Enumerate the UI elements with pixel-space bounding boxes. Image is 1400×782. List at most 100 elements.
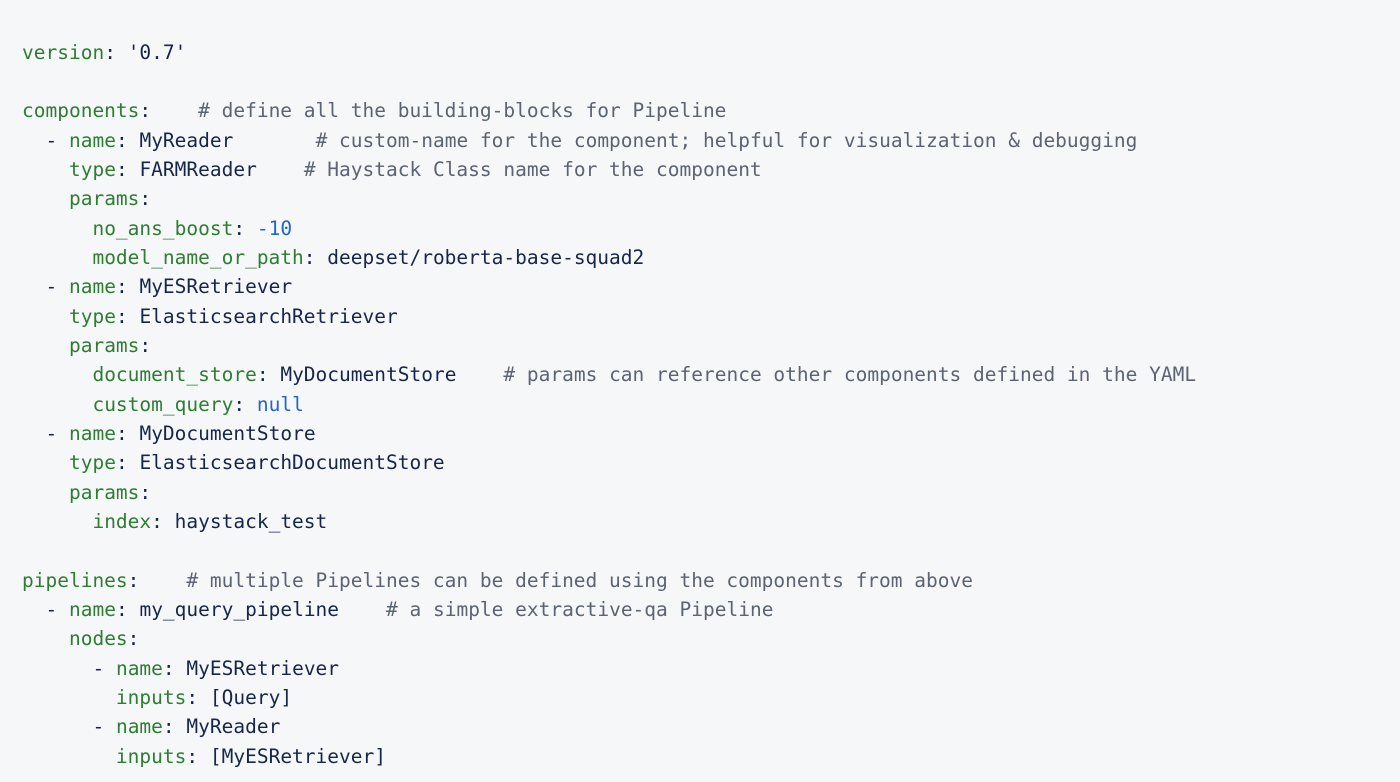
token-punct: : (127, 627, 140, 651)
token-key: name (68, 421, 116, 445)
token-dash: - (45, 128, 58, 152)
token-plain (139, 569, 186, 592)
token-punct: : (104, 40, 116, 64)
token-plain (245, 217, 257, 240)
code-line: - name: MyReader (22, 712, 1400, 741)
token-comment: # params can reference other components … (503, 363, 1197, 387)
token-plain (22, 422, 45, 445)
token-plain (22, 745, 116, 768)
token-key: params (68, 187, 140, 211)
token-plain (22, 715, 92, 738)
token-value: MyESRetriever (186, 656, 340, 680)
token-punct: : (139, 480, 152, 504)
token-plain (22, 187, 69, 210)
token-plain (22, 627, 69, 650)
token-plain (163, 510, 175, 533)
token-punct: : (115, 598, 128, 622)
token-key: name (68, 275, 116, 299)
token-plain (257, 158, 304, 181)
token-str: '0.7' (127, 40, 187, 64)
token-plain (128, 305, 140, 328)
token-value: MyDocumentStore (139, 421, 316, 445)
token-plain (104, 657, 116, 680)
token-plain (57, 129, 69, 152)
token-plain (128, 422, 140, 445)
token-plain (339, 598, 386, 621)
token-punct: : (233, 392, 246, 416)
token-plain (22, 686, 116, 709)
token-key: params (68, 480, 140, 504)
token-punct: : (162, 715, 175, 739)
token-punct: : (186, 744, 199, 768)
code-line: custom_query: null (22, 390, 1400, 419)
token-value: MyReader (139, 128, 234, 152)
token-comment: # Haystack Class name for the component (303, 157, 762, 181)
token-dash: - (45, 421, 58, 445)
code-line: nodes: (22, 624, 1400, 653)
token-plain (57, 275, 69, 298)
token-comment: # multiple Pipelines can be defined usin… (186, 568, 973, 592)
token-plain (22, 481, 69, 504)
code-line: type: FARMReader # Haystack Class name f… (22, 155, 1400, 184)
token-plain (128, 158, 140, 181)
token-key: type (68, 451, 116, 475)
token-value: haystack_test (174, 510, 328, 533)
token-punct: : (127, 568, 140, 592)
token-plain (198, 745, 210, 768)
token-punct: : (186, 686, 199, 710)
code-line (22, 67, 1400, 96)
token-punct: : (115, 451, 128, 475)
token-plain (22, 158, 69, 181)
token-key: name (115, 656, 163, 680)
token-plain (22, 657, 92, 680)
token-plain (57, 422, 69, 445)
token-key: no_ans_boost (92, 216, 234, 240)
token-value: MyESRetriever (139, 275, 293, 299)
token-key: index (92, 510, 152, 533)
token-key: document_store (92, 363, 257, 387)
code-line: pipelines: # multiple Pipelines can be d… (22, 566, 1400, 595)
token-plain (22, 129, 45, 152)
token-punct: : (115, 128, 128, 152)
code-line: - name: MyESRetriever (22, 272, 1400, 301)
token-dash: - (45, 275, 58, 299)
token-value: MyDocumentStore (280, 363, 457, 387)
token-plain (22, 598, 45, 621)
token-key: name (115, 715, 163, 739)
token-value: MyReader (186, 715, 281, 739)
token-punct: : (162, 656, 175, 680)
token-plain (151, 99, 198, 122)
token-punct: : (115, 421, 128, 445)
code-line: components: # define all the building-bl… (22, 96, 1400, 125)
yaml-code-block[interactable]: version: '0.7' components: # define all … (22, 38, 1400, 772)
token-plain (128, 129, 140, 152)
token-punct: : (115, 275, 128, 299)
token-num: -10 (256, 216, 293, 240)
token-punct: : (115, 157, 128, 181)
token-key: name (68, 598, 116, 622)
token-plain (57, 598, 69, 621)
token-plain (456, 363, 503, 386)
token-plain (22, 393, 92, 416)
token-plain (128, 598, 140, 621)
code-line: type: ElasticsearchDocumentStore (22, 448, 1400, 477)
token-punct: : (139, 99, 152, 123)
code-line: type: ElasticsearchRetriever (22, 302, 1400, 331)
token-comment: # custom-name for the component; helpful… (315, 128, 1138, 152)
token-comment: # a simple extractive-qa Pipeline (386, 598, 774, 622)
token-key: type (68, 304, 116, 328)
token-key: type (68, 157, 116, 181)
code-line (22, 536, 1400, 565)
token-plain (22, 246, 92, 269)
code-line: - name: MyReader # custom-name for the c… (22, 126, 1400, 155)
token-plain (128, 275, 140, 298)
token-key: name (68, 128, 116, 152)
token-plain (22, 510, 92, 533)
token-key: pipelines (22, 568, 128, 592)
token-punct: : (303, 245, 316, 269)
code-line: params: (22, 184, 1400, 213)
token-plain (175, 657, 187, 680)
token-plain (175, 715, 187, 738)
token-punct: : (256, 363, 269, 387)
